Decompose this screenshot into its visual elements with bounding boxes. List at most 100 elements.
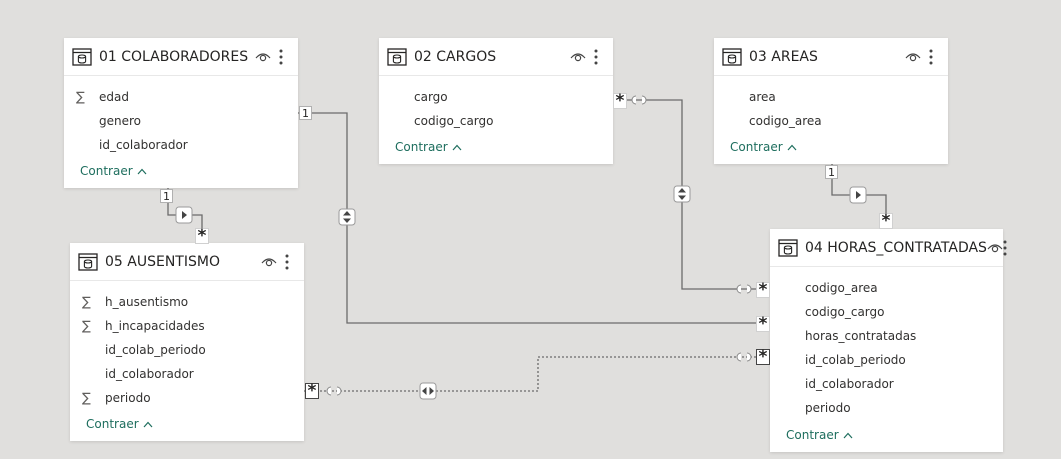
field-name: codigo_area <box>805 281 878 295</box>
connector-cap <box>631 95 647 105</box>
visibility-eye-icon[interactable] <box>904 48 922 66</box>
more-options-icon[interactable] <box>278 253 296 271</box>
collapse-label: Contraer <box>786 428 839 442</box>
more-options-icon[interactable] <box>272 48 290 66</box>
cardinality-one-marker: 1 <box>299 106 312 120</box>
table-icon <box>387 47 407 66</box>
sum-icon: ∑ <box>76 89 85 105</box>
table-title: 02 CARGOS <box>414 48 497 65</box>
more-options-icon[interactable] <box>1003 239 1007 257</box>
field-name: id_colaborador <box>805 377 894 391</box>
collapse-link[interactable]: Contraer <box>80 164 147 178</box>
field-row[interactable]: ∑h_incapacidades <box>70 314 304 338</box>
connector-cap <box>326 386 342 396</box>
collapse-link[interactable]: Contraer <box>786 428 853 442</box>
field-row[interactable]: genero <box>64 109 298 133</box>
cardinality-many-marker: * <box>613 91 627 111</box>
table-title: 05 AUSENTISMO <box>105 253 220 270</box>
table-card-colaboradores[interactable]: 01 COLABORADORES ∑ edad genero id_colaborado… <box>64 38 298 188</box>
table-card-ausentismo[interactable]: 05 AUSENTISMO ∑ h_ausentismo ∑h_incapacidad… <box>70 243 304 441</box>
field-list: ∑ h_ausentismo ∑h_incapacidades id_colab_pe… <box>70 281 304 410</box>
collapse-label: Contraer <box>80 164 133 178</box>
field-row[interactable]: codigo_cargo <box>770 300 1003 324</box>
chevron-up-icon <box>452 144 462 150</box>
field-row[interactable]: area <box>714 85 948 109</box>
table-card-header[interactable]: 04 HORAS_CONTRATADAS <box>770 229 1007 267</box>
chevron-up-icon <box>137 168 147 174</box>
table-title: 03 AREAS <box>749 48 818 65</box>
field-row[interactable]: codigo_cargo <box>379 109 613 133</box>
single-filter-icon[interactable] <box>175 206 193 224</box>
cardinality-one-marker: 1 <box>825 165 838 179</box>
sum-icon: ∑ <box>82 318 91 334</box>
field-row[interactable]: codigo_area <box>770 276 1003 300</box>
field-name: id_colaborador <box>99 138 188 152</box>
field-row[interactable]: id_colab_periodo <box>770 348 1003 372</box>
field-name: codigo_area <box>749 114 822 128</box>
field-name: id_colab_periodo <box>105 343 206 357</box>
table-card-header[interactable]: 01 COLABORADORES <box>64 38 298 76</box>
chevron-up-icon <box>787 144 797 150</box>
table-card-header[interactable]: 03 AREAS <box>714 38 948 76</box>
field-name: periodo <box>105 391 151 405</box>
table-icon <box>78 252 98 271</box>
field-row[interactable]: id_colaborador <box>64 133 298 157</box>
field-row[interactable]: codigo_area <box>714 109 948 133</box>
field-row[interactable]: id_colaborador <box>770 372 1003 396</box>
field-row[interactable]: ∑ edad <box>64 85 298 109</box>
more-options-icon[interactable] <box>922 48 940 66</box>
field-name: edad <box>99 90 129 104</box>
cardinality-many-marker: * <box>879 211 893 231</box>
field-name: cargo <box>414 90 448 104</box>
bidirectional-filter-icon[interactable] <box>338 208 356 226</box>
visibility-eye-icon[interactable] <box>569 48 587 66</box>
field-list: ∑ edad genero id_colaborador <box>64 76 298 157</box>
field-row[interactable]: periodo <box>770 396 1003 420</box>
sum-icon: ∑ <box>82 390 91 406</box>
visibility-eye-icon[interactable] <box>260 253 278 271</box>
field-row[interactable]: cargo <box>379 85 613 109</box>
table-icon <box>778 238 798 257</box>
collapse-link[interactable]: Contraer <box>86 417 153 431</box>
cardinality-many-marker: * <box>756 280 770 300</box>
table-card-header[interactable]: 02 CARGOS <box>379 38 613 76</box>
sum-icon: ∑ <box>82 294 91 310</box>
field-list: area codigo_area <box>714 76 948 133</box>
table-card-header[interactable]: 05 AUSENTISMO <box>70 243 304 281</box>
collapse-label: Contraer <box>730 140 783 154</box>
cardinality-many-marker: * <box>756 347 770 367</box>
field-name: area <box>749 90 776 104</box>
collapse-link[interactable]: Contraer <box>730 140 797 154</box>
field-row[interactable]: horas_contratadas <box>770 324 1003 348</box>
table-icon <box>72 47 92 66</box>
single-filter-icon[interactable] <box>849 186 867 204</box>
field-name: id_colab_periodo <box>805 353 906 367</box>
relationship-line-ausentismo-horas[interactable] <box>304 356 770 392</box>
cardinality-many-marker: * <box>756 314 770 334</box>
visibility-eye-icon[interactable] <box>254 48 272 66</box>
field-row[interactable]: id_colaborador <box>70 362 304 386</box>
field-name: periodo <box>805 401 851 415</box>
cardinality-many-marker: * <box>195 226 209 246</box>
bidirectional-filter-icon[interactable] <box>419 382 437 400</box>
field-row[interactable]: id_colab_periodo <box>70 338 304 362</box>
collapse-label: Contraer <box>395 140 448 154</box>
field-name: genero <box>99 114 141 128</box>
more-options-icon[interactable] <box>587 48 605 66</box>
field-row[interactable]: ∑ h_ausentismo <box>70 290 304 314</box>
visibility-eye-icon[interactable] <box>987 239 1003 257</box>
bidirectional-filter-icon[interactable] <box>673 185 691 203</box>
table-card-horas[interactable]: 04 HORAS_CONTRATADAS codigo_area codigo_ca… <box>770 229 1007 452</box>
table-icon <box>722 47 742 66</box>
field-row[interactable]: ∑ periodo <box>70 386 304 410</box>
collapse-link[interactable]: Contraer <box>395 140 462 154</box>
collapse-label: Contraer <box>86 417 139 431</box>
cardinality-one-marker: 1 <box>160 189 173 203</box>
field-name: h_ausentismo <box>105 295 189 309</box>
connector-cap <box>736 352 752 362</box>
